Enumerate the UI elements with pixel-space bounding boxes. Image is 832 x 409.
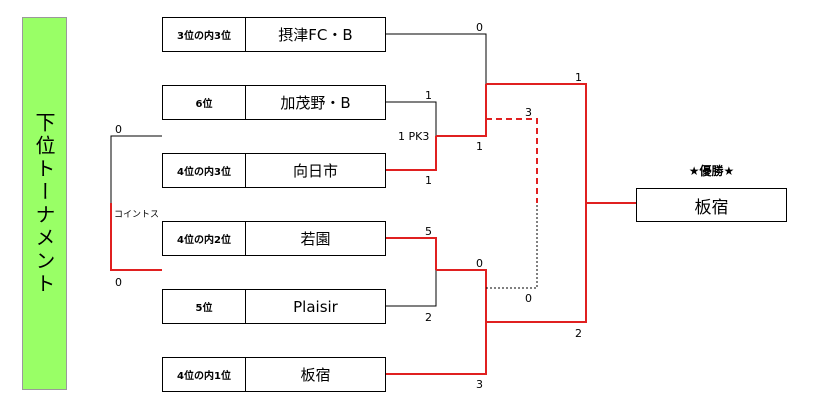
coin-toss-label: コイントス bbox=[114, 210, 159, 220]
team-name: 若園 bbox=[300, 230, 331, 248]
match-line-dashed-bottom bbox=[486, 203, 538, 289]
coin-line-bottom bbox=[110, 203, 162, 271]
final-line-top bbox=[486, 83, 587, 203]
score-muko-sf: 1 bbox=[476, 140, 483, 153]
match-line-muko-sf bbox=[436, 84, 487, 137]
team-rank: 4位の内3位 bbox=[163, 154, 246, 187]
champion-box: 板宿 bbox=[636, 188, 787, 222]
score-plaisir: 2 bbox=[425, 311, 432, 324]
team-box-6: 4位の内1位 板宿 bbox=[162, 357, 386, 392]
score-kamono: 1 bbox=[425, 89, 432, 102]
match-line-muko bbox=[386, 136, 437, 171]
champion-label: ★優勝★ bbox=[688, 164, 735, 178]
side-title-panel: 下位トーナメント bbox=[22, 17, 67, 390]
team-box-5: 5位 Plaisir bbox=[162, 289, 386, 324]
match-line-dashed-top bbox=[486, 118, 538, 203]
score-itajuku-sf: 3 bbox=[476, 378, 483, 391]
score-pk: 1 PK3 bbox=[398, 130, 429, 143]
score-final-bottom: 2 bbox=[575, 327, 582, 340]
final-line-bottom bbox=[486, 203, 587, 323]
team-box-3: 4位の内3位 向日市 bbox=[162, 153, 386, 188]
score-muko: 1 bbox=[425, 174, 432, 187]
score-settsu: 0 bbox=[476, 21, 483, 34]
score-final-top: 1 bbox=[575, 71, 582, 84]
team-name: 摂津FC・B bbox=[278, 26, 353, 44]
team-rank: 4位の内1位 bbox=[163, 358, 246, 391]
team-name: Plaisir bbox=[293, 297, 338, 316]
score-wakazono-sf: 0 bbox=[476, 257, 483, 270]
match-line-wakazono-sf bbox=[436, 269, 487, 322]
team-name: 加茂野・B bbox=[280, 94, 351, 112]
match-line-itajuku-sf bbox=[386, 322, 487, 375]
team-rank: 5位 bbox=[163, 290, 246, 323]
score-wakazono: 5 bbox=[425, 225, 432, 238]
match-line-settsu bbox=[386, 33, 487, 84]
coin-line-top bbox=[110, 135, 162, 203]
team-rank: 4位の内2位 bbox=[163, 222, 246, 255]
side-title: 下位トーナメント bbox=[32, 111, 56, 296]
score-coin-bottom: 0 bbox=[115, 276, 122, 289]
score-dashed-bottom: 0 bbox=[525, 292, 532, 305]
team-box-4: 4位の内2位 若園 bbox=[162, 221, 386, 256]
score-dashed-top: 3 bbox=[525, 106, 532, 119]
score-coin-top: 0 bbox=[115, 123, 122, 136]
team-name: 向日市 bbox=[292, 162, 338, 180]
match-line-plaisir bbox=[386, 270, 437, 307]
team-box-1: 3位の内3位 摂津FC・B bbox=[162, 17, 386, 52]
team-name: 板宿 bbox=[300, 366, 331, 384]
team-rank: 3位の内3位 bbox=[163, 18, 246, 51]
team-box-2: 6位 加茂野・B bbox=[162, 85, 386, 120]
team-rank: 6位 bbox=[163, 86, 246, 119]
match-line-wakazono bbox=[386, 237, 437, 270]
match-line-kamono bbox=[386, 101, 437, 136]
